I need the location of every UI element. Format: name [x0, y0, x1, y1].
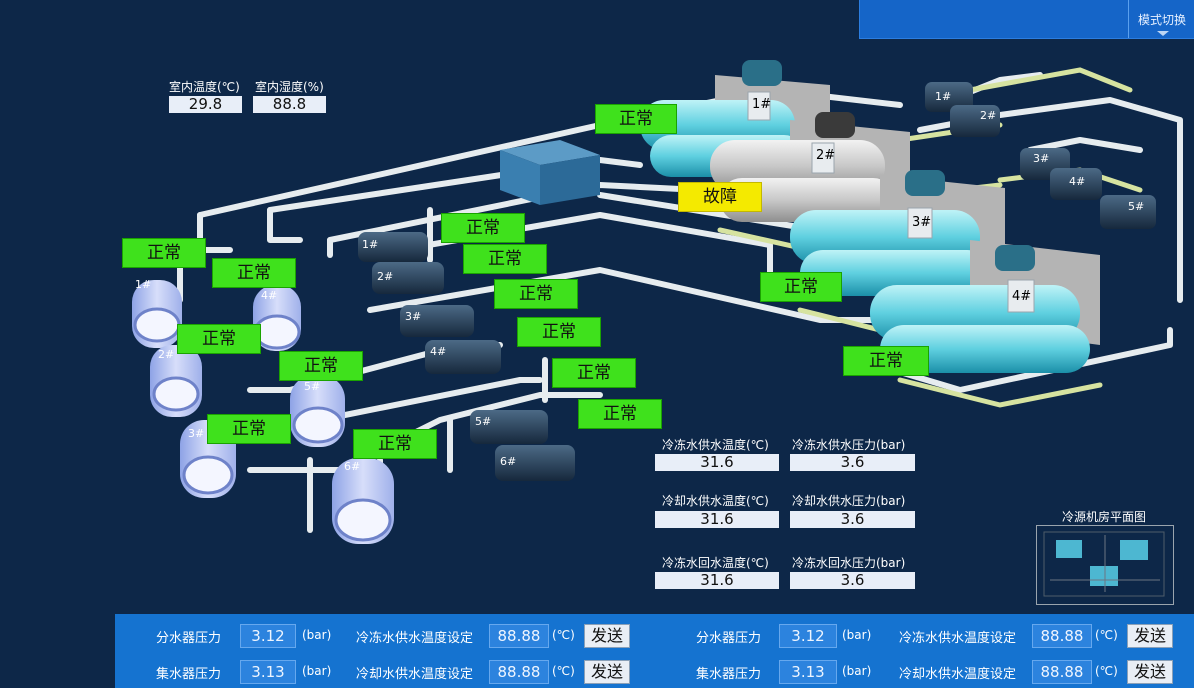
status-chiller-1[interactable]: 正常 — [595, 104, 677, 134]
chw-supply-press-value: 3.6 — [790, 454, 915, 471]
mode-switch-button[interactable]: 模式切换 — [1128, 0, 1194, 38]
chiller-1-tag: 1# — [752, 97, 772, 112]
chw-setpoint-label: 冷冻水供水温度设定 — [356, 631, 474, 646]
status-tower-2[interactable]: 正常 — [177, 324, 261, 354]
chw-supply-temp-value: 31.6 — [655, 454, 779, 471]
room-temp-label: 室内温度(℃) — [169, 80, 240, 94]
tower-2-tag: 2# — [158, 348, 175, 361]
tower-3-tag: 3# — [188, 427, 205, 440]
distributor-pressure-label-2: 分水器压力 — [696, 631, 762, 646]
chw-setpoint-send-button-2[interactable]: 发送 — [1127, 624, 1173, 648]
pumps-a — [358, 232, 575, 481]
pump-b-5-tag: 5# — [475, 415, 492, 428]
distributor-pressure-unit-2: (bar) — [842, 628, 872, 642]
status-chiller-3[interactable]: 正常 — [760, 272, 842, 302]
room-humidity-label: 室内湿度(%) — [255, 80, 324, 94]
pump-c-1-tag: 1# — [935, 90, 952, 103]
status-pump-5[interactable]: 正常 — [552, 358, 636, 388]
collector-pressure-unit: (bar) — [302, 664, 332, 678]
room-humidity-value: 88.8 — [253, 96, 326, 113]
chw-supply-press-label: 冷冻水供水压力(bar) — [792, 438, 906, 452]
distributor-pressure-label: 分水器压力 — [156, 631, 222, 646]
chw-setpoint-send-button[interactable]: 发送 — [584, 624, 630, 648]
cw-supply-press-label: 冷却水供水压力(bar) — [792, 494, 906, 508]
chw-setpoint-input[interactable]: 88.88 — [489, 624, 549, 648]
distributor-pressure-unit: (bar) — [302, 628, 332, 642]
status-tower-3[interactable]: 正常 — [207, 414, 291, 444]
floor-plan-thumbnail[interactable] — [1036, 525, 1174, 605]
cw-setpoint-label: 冷却水供水温度设定 — [356, 667, 474, 682]
pump-c-3-tag: 3# — [1033, 152, 1050, 165]
cw-supply-temp-value: 31.6 — [655, 511, 779, 528]
chw-setpoint-unit: (℃) — [552, 628, 575, 642]
status-tower-5[interactable]: 正常 — [279, 351, 363, 381]
cw-setpoint-unit: (℃) — [552, 664, 575, 678]
status-pump-1[interactable]: 正常 — [441, 213, 525, 243]
pump-a-1-tag: 1# — [362, 238, 379, 251]
status-chiller-4[interactable]: 正常 — [843, 346, 929, 376]
plan-title: 冷源机房平面图 — [1061, 510, 1146, 524]
status-pump-2[interactable]: 正常 — [463, 244, 547, 274]
cw-setpoint-unit-2: (℃) — [1095, 664, 1118, 678]
cooling-towers — [132, 280, 394, 544]
chiller-3-tag: 3# — [912, 215, 932, 230]
collector-pressure-unit-2: (bar) — [842, 664, 872, 678]
tower-5-tag: 5# — [304, 380, 321, 393]
chw-setpoint-unit-2: (℃) — [1095, 628, 1118, 642]
pump-b-6-tag: 6# — [500, 455, 517, 468]
chw-return-press-value: 3.6 — [790, 572, 915, 589]
distributor-pressure-value: 3.12 — [240, 624, 296, 648]
status-tower-1[interactable]: 正常 — [122, 238, 206, 268]
chw-setpoint-input-2[interactable]: 88.88 — [1032, 624, 1092, 648]
tower-6-tag: 6# — [344, 460, 361, 473]
chiller-2-tag: 2# — [816, 148, 836, 163]
pump-a-4-tag: 4# — [430, 345, 447, 358]
pump-a-2-tag: 2# — [377, 270, 394, 283]
cw-setpoint-input-2[interactable]: 88.88 — [1032, 660, 1092, 684]
tower-4-tag: 4# — [261, 289, 278, 302]
cw-supply-temp-label: 冷却水供水温度(℃) — [662, 494, 769, 508]
pump-c-4-tag: 4# — [1069, 175, 1086, 188]
chw-return-temp-label: 冷冻水回水温度(℃) — [662, 556, 769, 570]
status-pump-3[interactable]: 正常 — [494, 279, 578, 309]
floor-plan-sketch — [1043, 531, 1165, 597]
cw-setpoint-input[interactable]: 88.88 — [489, 660, 549, 684]
tower-1-tag: 1# — [135, 278, 152, 291]
chw-return-press-label: 冷冻水回水压力(bar) — [792, 556, 906, 570]
status-chiller-2[interactable]: 故障 — [678, 182, 762, 212]
chiller-4-tag: 4# — [1012, 289, 1032, 304]
chw-return-temp-value: 31.6 — [655, 572, 779, 589]
status-pump-4[interactable]: 正常 — [517, 317, 601, 347]
cw-supply-press-value: 3.6 — [790, 511, 915, 528]
collector-pressure-value: 3.13 — [240, 660, 296, 684]
chw-supply-temp-label: 冷冻水供水温度(℃) — [662, 438, 769, 452]
pump-c-2-tag: 2# — [980, 109, 997, 122]
collector-pressure-value-2: 3.13 — [779, 660, 837, 684]
chiller-panels — [747, 91, 1035, 313]
pump-c-5-tag: 5# — [1128, 200, 1145, 213]
status-tower-4[interactable]: 正常 — [212, 258, 296, 288]
cw-setpoint-send-button-2[interactable]: 发送 — [1127, 660, 1173, 684]
cw-setpoint-label-2: 冷却水供水温度设定 — [899, 667, 1017, 682]
distributor-pressure-value-2: 3.12 — [779, 624, 837, 648]
expansion-tank — [500, 140, 600, 205]
status-tower-6[interactable]: 正常 — [353, 429, 437, 459]
cw-setpoint-send-button[interactable]: 发送 — [584, 660, 630, 684]
pumps-c — [925, 82, 1156, 229]
collector-pressure-label-2: 集水器压力 — [696, 667, 762, 682]
room-temp-value: 29.8 — [169, 96, 242, 113]
status-pump-6[interactable]: 正常 — [578, 399, 662, 429]
pump-a-3-tag: 3# — [405, 310, 422, 323]
chw-setpoint-label-2: 冷冻水供水温度设定 — [899, 631, 1017, 646]
top-bar: 模式切换 — [859, 0, 1194, 39]
collector-pressure-label: 集水器压力 — [156, 667, 222, 682]
